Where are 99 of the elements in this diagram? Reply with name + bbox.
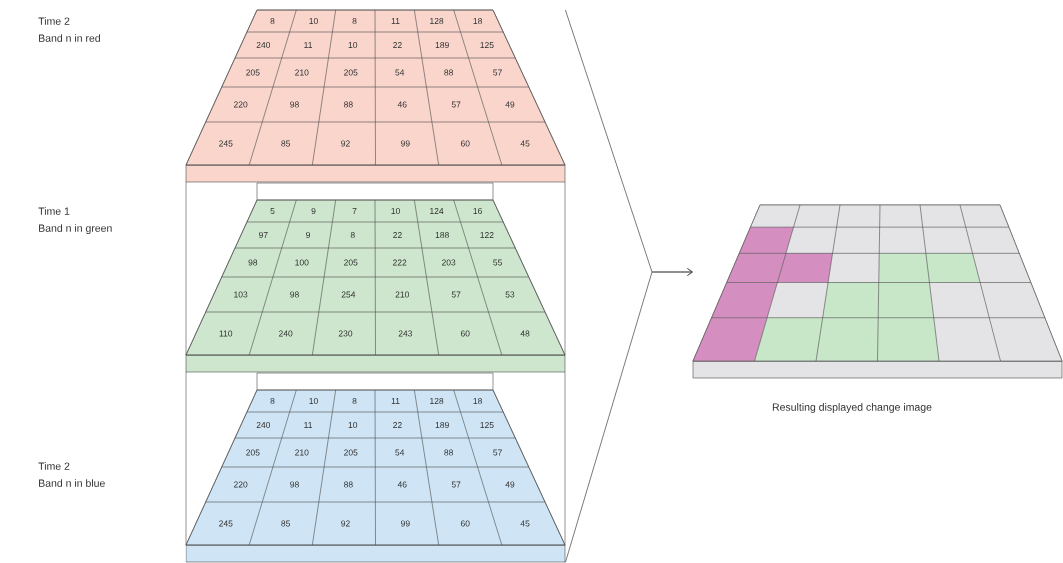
pixel-value: 22	[393, 422, 402, 428]
pixel-value: 205	[344, 69, 358, 76]
pixel-value: 11	[304, 422, 313, 428]
pixel-value: 57	[451, 481, 461, 488]
pixel-value: 85	[281, 520, 290, 527]
pixel-value: 57	[451, 291, 461, 298]
pixel-grid	[185, 389, 566, 563]
pixel-value: 203	[441, 259, 456, 266]
pixel-value: 97	[259, 232, 268, 238]
layer-label: Time 2 Band n in red	[38, 17, 100, 42]
arrow	[565, 268, 693, 563]
pixel-value: 11	[304, 42, 313, 48]
pixel-value: 10	[391, 208, 400, 214]
pixel-value: 88	[344, 481, 353, 488]
pixel-value: 9	[306, 232, 310, 238]
layer-label: Time 1 Band n in green	[38, 207, 112, 234]
pixel-value: 18	[473, 398, 482, 404]
pixel-value: 99	[401, 520, 410, 527]
pixel-value: 46	[397, 481, 407, 488]
pixel-value: 8	[350, 232, 355, 238]
layer-label: Time 2 Band n in blue	[38, 462, 105, 487]
grid-label: Resulting displayed change image	[772, 403, 932, 413]
pixel-value: 18	[473, 18, 482, 24]
pixel-value: 100	[295, 259, 309, 266]
pixel-value: 8	[352, 398, 357, 404]
pixel-value: 60	[460, 520, 470, 527]
pixel-value: 57	[493, 69, 502, 76]
pixel-value: 49	[505, 101, 515, 108]
pixel-value: 124	[430, 208, 444, 214]
pixel-value: 54	[395, 69, 405, 76]
pixel-value: 45	[520, 140, 530, 147]
pixel-value: 22	[393, 232, 402, 238]
pixel-value: 125	[480, 42, 494, 48]
pixel-value: 222	[393, 259, 407, 266]
pixel-grid	[185, 199, 566, 373]
pixel-value: 10	[309, 398, 318, 404]
pixel-value: 55	[493, 259, 502, 266]
pixel-value: 98	[290, 481, 299, 488]
pixel-value: 210	[295, 449, 309, 456]
pixel-grid	[185, 9, 566, 183]
pixel-value: 7	[352, 208, 357, 214]
pixel-value: 88	[444, 69, 453, 76]
pixel-value: 220	[234, 101, 248, 108]
pixel-value: 220	[234, 481, 248, 488]
pixel-value: 230	[338, 330, 353, 337]
pixel-value: 122	[480, 232, 494, 238]
result-grid	[692, 204, 1063, 379]
pixel-value: 189	[435, 42, 449, 48]
pixel-value: 210	[395, 291, 409, 298]
pixel-value: 240	[256, 42, 271, 48]
pixel-value: 46	[397, 101, 407, 108]
pixel-value: 240	[256, 422, 271, 428]
pixel-value: 88	[444, 449, 453, 456]
pixel-value: 245	[219, 520, 233, 527]
pixel-value: 10	[348, 42, 358, 48]
pixel-value: 254	[341, 291, 356, 298]
pixel-value: 60	[460, 140, 470, 147]
pixel-value: 57	[493, 449, 502, 456]
pixel-value: 98	[290, 291, 299, 298]
pixel-value: 210	[295, 69, 309, 76]
pixel-value: 5	[270, 208, 275, 214]
pixel-value: 45	[520, 520, 530, 527]
pixel-value: 103	[234, 291, 248, 298]
pixel-value: 128	[430, 398, 444, 404]
pixel-value: 49	[505, 481, 515, 488]
pixel-value: 9	[311, 208, 316, 214]
pixel-value: 88	[344, 101, 353, 108]
pixel-value: 85	[281, 140, 290, 147]
pixel-value: 57	[451, 101, 461, 108]
pixel-value: 22	[393, 42, 402, 48]
pixel-value: 48	[520, 330, 530, 337]
pixel-value: 8	[352, 18, 357, 24]
pixel-value: 53	[505, 291, 515, 298]
pixel-value: 243	[398, 330, 413, 337]
pixel-value: 8	[270, 398, 275, 404]
pixel-value: 205	[246, 69, 260, 76]
pixel-value: 10	[309, 18, 318, 24]
pixel-value: 11	[391, 18, 400, 24]
pixel-value: 8	[270, 18, 275, 24]
pixel-value: 240	[279, 330, 293, 337]
pixel-value: 188	[435, 232, 449, 238]
pixel-value: 98	[248, 259, 258, 266]
pixel-value: 54	[395, 449, 405, 456]
pixel-value: 99	[401, 140, 410, 147]
pixel-value: 16	[473, 208, 482, 214]
pixel-value: 110	[219, 330, 233, 337]
pixel-value: 98	[290, 101, 299, 108]
pixel-value: 128	[430, 18, 444, 24]
pixel-value: 205	[344, 259, 358, 266]
pixel-value: 11	[391, 398, 400, 404]
pixel-value: 205	[246, 449, 260, 456]
pixel-value: 60	[460, 330, 470, 337]
pixel-value: 92	[341, 520, 350, 527]
pixel-value: 92	[341, 140, 350, 147]
pixel-value: 189	[435, 422, 449, 428]
pixel-value: 245	[219, 140, 233, 147]
pixel-value: 10	[348, 422, 358, 428]
pixel-value: 125	[480, 422, 494, 428]
pixel-value: 205	[344, 449, 358, 456]
